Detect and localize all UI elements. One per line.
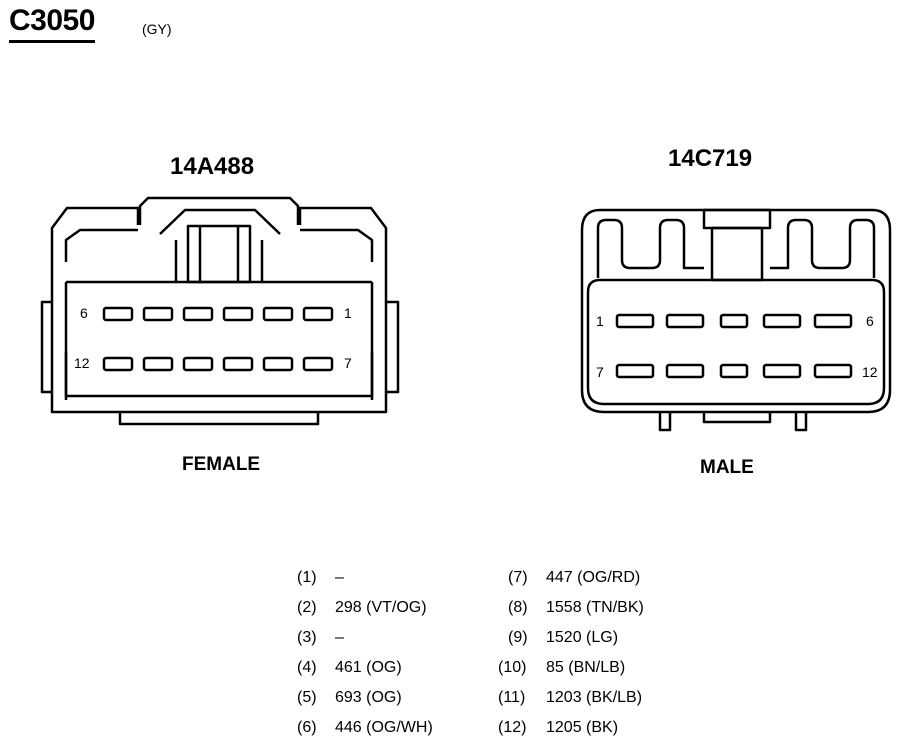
pin-number: (6) [297,719,317,736]
female-pin-label-1: 1 [344,305,352,321]
male-label: MALE [700,457,754,478]
pinout-row-6: (6) 446 (OG/WH) [297,719,433,737]
pin-circuit: 298 (VT/OG) [335,599,427,616]
pin-circuit: 446 (OG/WH) [335,719,433,736]
female-pins-top-row [102,306,334,322]
pinout-row-4: (4) 461 (OG) [297,659,402,677]
pin-circuit: 461 (OG) [335,659,402,676]
pinout-row-5: (5) 693 (OG) [297,689,402,707]
pin-circuit: 1203 (BK/LB) [546,689,643,706]
female-pin-label-12: 12 [74,355,90,371]
male-pin-label-1: 1 [596,313,604,329]
pin-number: (3) [297,629,317,646]
pin-circuit: 1520 (LG) [546,629,619,646]
pin-circuit: 1205 (BK) [546,719,619,736]
pin-circuit: 1558 (TN/BK) [546,599,644,616]
male-connector-outline [580,208,892,432]
pinout-row-2: (2) 298 (VT/OG) [297,599,427,617]
pin-number: (2) [297,599,317,616]
female-pin-label-7: 7 [344,355,352,371]
pinout-row-9: (9) 1520 (LG) [508,629,618,647]
female-pin-label-6: 6 [80,305,88,321]
male-pin-label-6: 6 [866,313,874,329]
pinout-row-11: (11) 1203 (BK/LB) [498,689,642,707]
pin-number: (10) [498,659,527,676]
pinout-row-8: (8) 1558 (TN/BK) [508,599,644,617]
pinout-row-10: (10) 85 (BN/LB) [498,659,625,677]
pinout-row-3: (3) – [297,629,344,647]
pin-number: (4) [297,659,317,676]
male-pin-label-7: 7 [596,364,604,380]
connector-id: C3050 [9,4,95,43]
pinout-row-7: (7) 447 (OG/RD) [508,569,640,587]
pin-number: (8) [508,599,528,616]
pin-circuit: – [335,569,344,586]
female-label: FEMALE [182,454,261,475]
female-connector-outline [40,196,400,426]
pin-circuit: 85 (BN/LB) [546,659,626,676]
pin-circuit: 693 (OG) [335,689,402,706]
male-pin-label-12: 12 [862,364,878,380]
male-pins-bottom-row [615,363,853,379]
male-part-number: 14C719 [668,145,753,172]
pin-circuit: 447 (OG/RD) [546,569,641,586]
pin-number: (9) [508,629,528,646]
pin-number: (7) [508,569,528,586]
pin-number: (12) [498,719,527,736]
pinout-row-1: (1) – [297,569,344,587]
pin-number: (1) [297,569,317,586]
male-pins-top-row [615,313,853,329]
female-pins-bottom-row [102,356,334,372]
pin-number: (11) [498,689,526,706]
pinout-row-12: (12) 1205 (BK) [498,719,618,737]
pin-circuit: – [335,629,344,646]
female-part-number: 14A488 [170,153,255,180]
connector-color-code: (GY) [142,21,172,37]
pin-number: (5) [297,689,317,706]
